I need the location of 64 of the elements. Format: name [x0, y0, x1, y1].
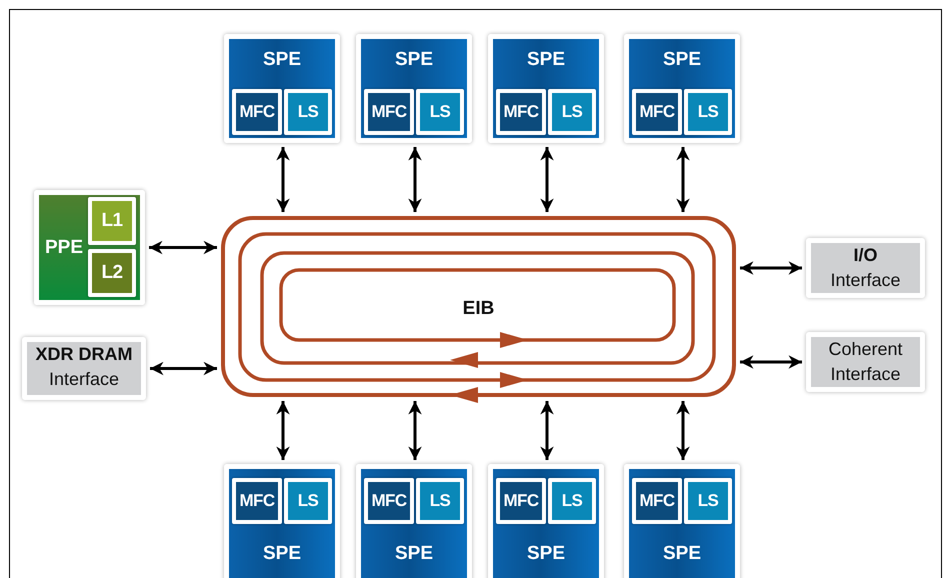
double-arrow	[149, 240, 217, 254]
local-store-block	[416, 478, 464, 524]
double-arrow	[408, 147, 422, 212]
block-label: SPE	[526, 543, 566, 565]
block-label: MFC	[239, 491, 275, 511]
mfc-block	[496, 478, 546, 524]
local-store-block	[548, 478, 596, 524]
double-arrow	[676, 147, 690, 212]
local-store-block	[284, 478, 332, 524]
block-label: SPE	[262, 543, 302, 565]
local-store-block	[416, 89, 464, 135]
block-label: Interface	[829, 364, 902, 385]
block-label: Interface	[829, 270, 902, 291]
double-arrow	[540, 147, 554, 212]
double-arrow	[276, 147, 290, 212]
block-label: EIB	[462, 298, 496, 320]
block-label: XDR DRAM	[34, 344, 134, 365]
local-store-block	[684, 478, 732, 524]
mfc-block	[364, 478, 414, 524]
block-label: MFC	[503, 491, 539, 511]
block-label: MFC	[639, 491, 675, 511]
mfc-block	[232, 478, 282, 524]
mfc-block	[632, 478, 682, 524]
cache-block	[88, 197, 136, 245]
block-label: LS	[698, 102, 718, 122]
cache-block	[88, 249, 136, 297]
block-label: I/O	[852, 245, 878, 266]
block-label: LS	[562, 102, 582, 122]
block-label: SPE	[394, 543, 434, 565]
block-label: MFC	[503, 102, 539, 122]
double-arrow	[740, 261, 802, 275]
block-label: LS	[430, 491, 450, 511]
block-label: SPE	[662, 543, 702, 565]
local-store-block	[284, 89, 332, 135]
local-store-block	[684, 89, 732, 135]
double-arrow	[540, 401, 554, 460]
mfc-block	[364, 89, 414, 135]
block-label: PPE	[45, 237, 84, 259]
double-arrow	[150, 362, 217, 376]
block-label: Interface	[48, 369, 120, 390]
block-label: LS	[562, 491, 582, 511]
double-arrow	[676, 401, 690, 460]
double-arrow	[408, 401, 422, 460]
mfc-block	[232, 89, 282, 135]
block-label: LS	[298, 102, 318, 122]
block-label: SPE	[526, 49, 566, 71]
block-label: MFC	[371, 102, 407, 122]
block-label: MFC	[371, 491, 407, 511]
mfc-block	[632, 89, 682, 135]
double-arrow	[276, 401, 290, 460]
block-label: SPE	[662, 49, 702, 71]
block-label: L2	[102, 262, 122, 284]
block-label: SPE	[262, 49, 302, 71]
double-arrow	[740, 355, 802, 369]
block-label: LS	[430, 102, 450, 122]
block-label: LS	[298, 491, 318, 511]
local-store-block	[548, 89, 596, 135]
mfc-block	[496, 89, 546, 135]
block-label: MFC	[639, 102, 675, 122]
block-label: SPE	[394, 49, 434, 71]
block-label: L1	[102, 210, 122, 232]
block-label: MFC	[239, 102, 275, 122]
block-label: LS	[698, 491, 718, 511]
block-label: Coherent	[827, 339, 904, 360]
